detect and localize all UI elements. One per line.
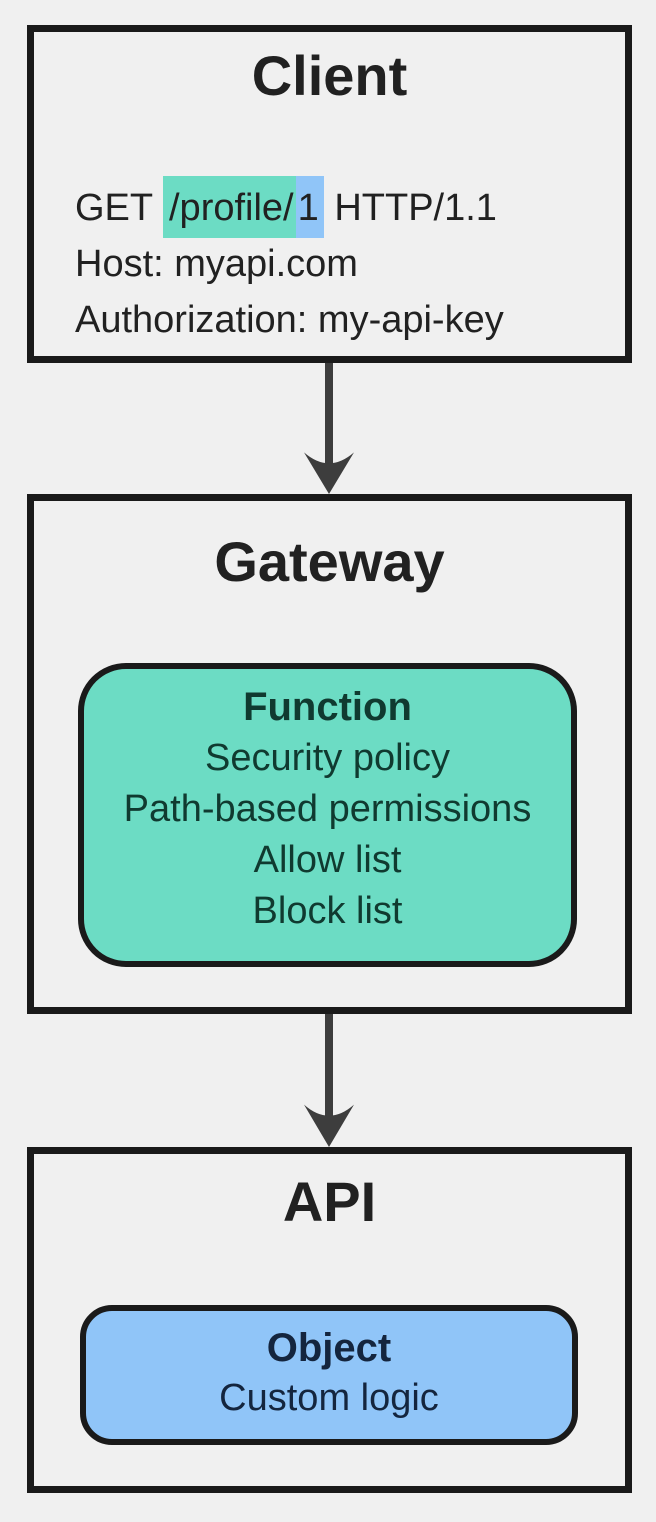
function-item: Path-based permissions	[123, 788, 532, 830]
function-item: Security policy	[205, 737, 450, 779]
request-method: GET	[75, 187, 163, 229]
function-item: Allow list	[253, 839, 402, 881]
api-title: API	[282, 1170, 377, 1233]
request-protocol: HTTP/1.1	[323, 187, 497, 229]
arrow-client-to-gateway-icon	[304, 363, 354, 494]
request-line: GET /profile/1 HTTP/1.1	[75, 176, 605, 238]
authorization-header-line: Authorization: my-api-key	[75, 299, 504, 341]
http-request: GET /profile/1 HTTP/1.1 Host: myapi.com …	[75, 176, 605, 348]
request-path-highlight: /profile/	[163, 176, 296, 238]
gateway-box: Gateway Function Security policy Path-ba…	[27, 494, 632, 1014]
client-box: Client GET /profile/1 HTTP/1.1 Host: mya…	[27, 25, 632, 363]
function-item: Block list	[252, 890, 403, 932]
arrow-gateway-to-api-icon	[304, 1014, 354, 1147]
client-title: Client	[251, 44, 408, 107]
object-item: Custom logic	[219, 1377, 439, 1419]
request-id-highlight: 1	[295, 176, 324, 238]
function-box-title: Function	[243, 685, 412, 729]
api-box: API Object Custom logic	[27, 1147, 632, 1493]
object-box-title: Object	[266, 1326, 392, 1370]
function-box: Function Security policy Path-based perm…	[78, 663, 577, 967]
gateway-title: Gateway	[214, 530, 445, 593]
host-header-line: Host: myapi.com	[75, 243, 358, 285]
object-box: Object Custom logic	[80, 1305, 578, 1445]
